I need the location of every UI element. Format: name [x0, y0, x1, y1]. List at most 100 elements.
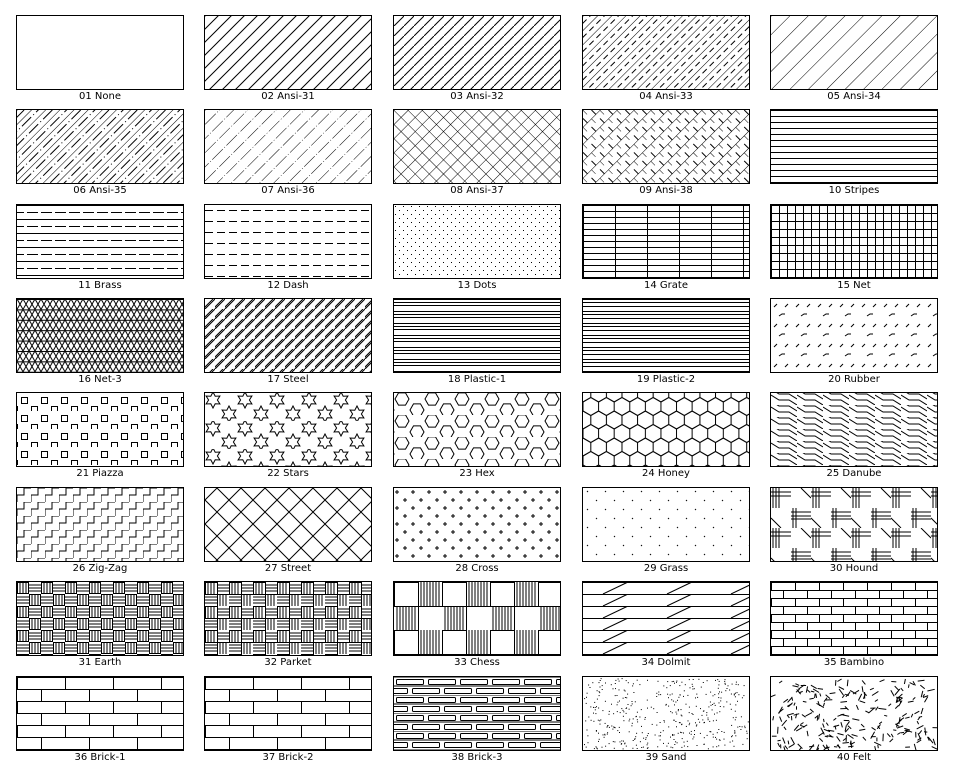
- pattern-swatch-ansi38: [582, 109, 750, 184]
- pattern-label: 08 Ansi-37: [450, 185, 504, 196]
- pattern-swatch-ansi35: [16, 109, 184, 184]
- pattern-cell-dots[interactable]: 13 Dots: [393, 204, 561, 291]
- pattern-cell-hex[interactable]: 23 Hex: [393, 392, 561, 479]
- pattern-swatch-steel: [204, 298, 372, 373]
- pattern-swatch-none: [16, 15, 184, 90]
- pattern-cell-dash[interactable]: 12 Dash: [204, 204, 372, 291]
- pattern-swatch-chess: [393, 581, 561, 656]
- pattern-cell-piazza[interactable]: 21 Piazza: [16, 392, 184, 479]
- pattern-cell-rubber[interactable]: 20 Rubber: [770, 298, 938, 385]
- pattern-swatch-stars: [204, 392, 372, 467]
- pattern-cell-danube[interactable]: 25 Danube: [770, 392, 938, 479]
- pattern-cell-dolmit[interactable]: 34 Dolmit: [582, 581, 750, 668]
- pattern-swatch-hound: [770, 487, 938, 562]
- pattern-swatch-brick3: [393, 676, 561, 751]
- pattern-cell-brass[interactable]: 11 Brass: [16, 204, 184, 291]
- pattern-cell-ansi33[interactable]: 04 Ansi-33: [582, 15, 750, 102]
- pattern-label: 37 Brick-2: [262, 752, 314, 763]
- pattern-swatch-net3: [16, 298, 184, 373]
- pattern-swatch-hex: [393, 392, 561, 467]
- pattern-label: 03 Ansi-32: [450, 91, 504, 102]
- pattern-cell-hound[interactable]: 30 Hound: [770, 487, 938, 574]
- pattern-cell-grate[interactable]: 14 Grate: [582, 204, 750, 291]
- pattern-cell-stripes[interactable]: 10 Stripes: [770, 109, 938, 196]
- pattern-cell-zigzag[interactable]: 26 Zig-Zag: [16, 487, 184, 574]
- pattern-swatch-rubber: [770, 298, 938, 373]
- pattern-swatch-bambino: [770, 581, 938, 656]
- pattern-cell-honey[interactable]: 24 Honey: [582, 392, 750, 479]
- pattern-swatch-cross: [393, 487, 561, 562]
- pattern-cell-ansi34[interactable]: 05 Ansi-34: [770, 15, 938, 102]
- pattern-swatch-ansi34: [770, 15, 938, 90]
- pattern-label: 17 Steel: [267, 374, 309, 385]
- pattern-cell-ansi36[interactable]: 07 Ansi-36: [204, 109, 372, 196]
- pattern-cell-net3[interactable]: 16 Net-3: [16, 298, 184, 385]
- pattern-cell-ansi37[interactable]: 08 Ansi-37: [393, 109, 561, 196]
- pattern-cell-stars[interactable]: 22 Stars: [204, 392, 372, 479]
- pattern-swatch-net: [770, 204, 938, 279]
- pattern-cell-ansi35[interactable]: 06 Ansi-35: [16, 109, 184, 196]
- pattern-cell-plastic1[interactable]: 18 Plastic-1: [393, 298, 561, 385]
- pattern-label: 14 Grate: [644, 280, 688, 291]
- pattern-swatch-zigzag: [16, 487, 184, 562]
- pattern-label: 16 Net-3: [78, 374, 122, 385]
- pattern-cell-net[interactable]: 15 Net: [770, 204, 938, 291]
- pattern-label: 04 Ansi-33: [639, 91, 693, 102]
- pattern-label: 07 Ansi-36: [261, 185, 315, 196]
- pattern-swatch-dots: [393, 204, 561, 279]
- pattern-label: 20 Rubber: [828, 374, 880, 385]
- pattern-label: 11 Brass: [78, 280, 122, 291]
- pattern-cell-street[interactable]: 27 Street: [204, 487, 372, 574]
- pattern-cell-grass[interactable]: 29 Grass: [582, 487, 750, 574]
- pattern-label: 34 Dolmit: [641, 657, 691, 668]
- pattern-swatch-brick2: [204, 676, 372, 751]
- pattern-cell-earth[interactable]: 31 Earth: [16, 581, 184, 668]
- pattern-cell-cross[interactable]: 28 Cross: [393, 487, 561, 574]
- pattern-label: 23 Hex: [459, 468, 495, 479]
- pattern-cell-none[interactable]: 01 None: [16, 15, 184, 102]
- pattern-cell-chess[interactable]: 33 Chess: [393, 581, 561, 668]
- pattern-label: 26 Zig-Zag: [72, 563, 128, 574]
- pattern-label: 15 Net: [837, 280, 871, 291]
- pattern-label: 22 Stars: [267, 468, 309, 479]
- pattern-cell-parket[interactable]: 32 Parket: [204, 581, 372, 668]
- pattern-cell-ansi38[interactable]: 09 Ansi-38: [582, 109, 750, 196]
- pattern-label: 21 Piazza: [76, 468, 124, 479]
- pattern-swatch-ansi36: [204, 109, 372, 184]
- pattern-swatch-grate: [582, 204, 750, 279]
- pattern-swatch-ansi31: [204, 15, 372, 90]
- pattern-swatch-dash: [204, 204, 372, 279]
- pattern-label: 31 Earth: [78, 657, 122, 668]
- pattern-cell-brick3[interactable]: 38 Brick-3: [393, 676, 561, 763]
- pattern-label: 32 Parket: [264, 657, 312, 668]
- pattern-swatch-piazza: [16, 392, 184, 467]
- pattern-cell-bambino[interactable]: 35 Bambino: [770, 581, 938, 668]
- pattern-label: 39 Sand: [645, 752, 687, 763]
- pattern-label: 02 Ansi-31: [261, 91, 315, 102]
- pattern-label: 01 None: [79, 91, 121, 102]
- pattern-swatch-street: [204, 487, 372, 562]
- pattern-swatch-grass: [582, 487, 750, 562]
- pattern-cell-ansi32[interactable]: 03 Ansi-32: [393, 15, 561, 102]
- pattern-label: 35 Bambino: [823, 657, 885, 668]
- pattern-cell-sand[interactable]: 39 Sand: [582, 676, 750, 763]
- pattern-swatch-stripes: [770, 109, 938, 184]
- pattern-label: 09 Ansi-38: [639, 185, 693, 196]
- pattern-label: 29 Grass: [643, 563, 689, 574]
- pattern-swatch-brick1: [16, 676, 184, 751]
- pattern-label: 18 Plastic-1: [447, 374, 507, 385]
- pattern-swatch-brass: [16, 204, 184, 279]
- pattern-label: 25 Danube: [826, 468, 882, 479]
- pattern-label: 06 Ansi-35: [73, 185, 127, 196]
- pattern-cell-plastic2[interactable]: 19 Plastic-2: [582, 298, 750, 385]
- pattern-cell-steel[interactable]: 17 Steel: [204, 298, 372, 385]
- pattern-cell-felt[interactable]: 40 Felt: [770, 676, 938, 763]
- pattern-swatch-plastic2: [582, 298, 750, 373]
- pattern-swatch-dolmit: [582, 581, 750, 656]
- pattern-label: 28 Cross: [455, 563, 499, 574]
- pattern-label: 36 Brick-1: [74, 752, 126, 763]
- pattern-cell-brick1[interactable]: 36 Brick-1: [16, 676, 184, 763]
- pattern-cell-ansi31[interactable]: 02 Ansi-31: [204, 15, 372, 102]
- pattern-cell-brick2[interactable]: 37 Brick-2: [204, 676, 372, 763]
